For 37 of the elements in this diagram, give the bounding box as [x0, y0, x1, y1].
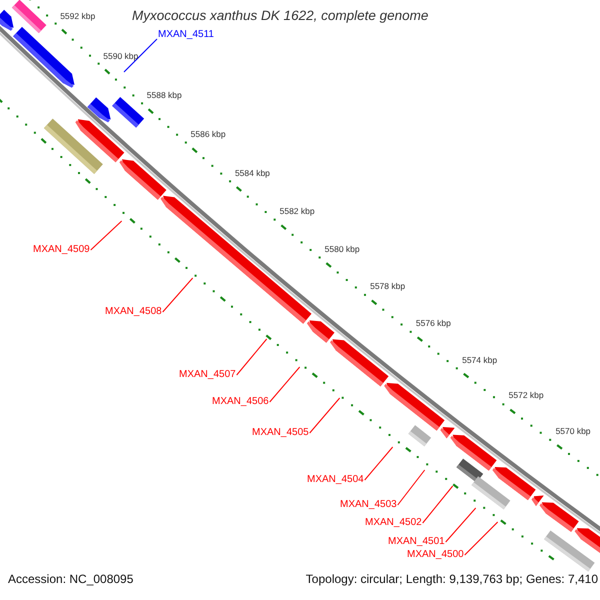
leader-line	[236, 338, 268, 376]
scale-label: 5586 kbp	[190, 129, 226, 140]
accession-text: Accession: NC_008095	[8, 572, 134, 586]
leader-line	[269, 366, 300, 402]
gene-label: MXAN_4509	[33, 244, 90, 256]
scale-label: 5574 kbp	[462, 354, 498, 365]
gene-label: MXAN_4504	[307, 474, 364, 486]
gene-label: MXAN_4501	[388, 536, 445, 548]
diagram-title: Myxococcus xanthus DK 1622, complete genome	[132, 8, 428, 24]
leader-line	[364, 446, 394, 480]
leader-line	[397, 470, 426, 506]
gene-label: MXAN_4508	[105, 306, 162, 318]
leader-line	[309, 398, 340, 434]
scale-label: 5592 kbp	[60, 10, 96, 21]
gene-label: MXAN_4511	[158, 29, 214, 41]
scale-label: 5578 kbp	[370, 281, 406, 292]
gene-label: MXAN_4500	[407, 549, 464, 561]
leader-line	[445, 508, 476, 542]
gene-label: MXAN_4507	[179, 369, 236, 381]
scale-label: 5576 kbp	[416, 318, 451, 328]
leader-line	[124, 38, 158, 72]
scale-label: 5588 kbp	[146, 90, 182, 100]
gene-label: MXAN_4503	[340, 499, 397, 511]
scale-label: 5572 kbp	[508, 390, 544, 401]
leader-line	[162, 278, 194, 312]
leader-line	[90, 220, 122, 250]
scale-label: 5580 kbp	[324, 244, 360, 254]
leader-line	[422, 486, 454, 524]
gene-label: MXAN_4506	[212, 396, 269, 408]
scale-label: 5584 kbp	[234, 168, 270, 178]
scale-label: 5582 kbp	[280, 206, 315, 216]
scale-label: 5590 kbp	[103, 50, 138, 61]
gene-label: MXAN_4502	[365, 517, 422, 529]
gene-label: MXAN_4505	[252, 427, 309, 439]
genome-info-text: Topology: circular; Length: 9,139,763 bp; Genes: 7,410	[306, 572, 598, 586]
leader-line	[464, 522, 498, 556]
scale-label: 5570 kbp	[556, 426, 591, 436]
